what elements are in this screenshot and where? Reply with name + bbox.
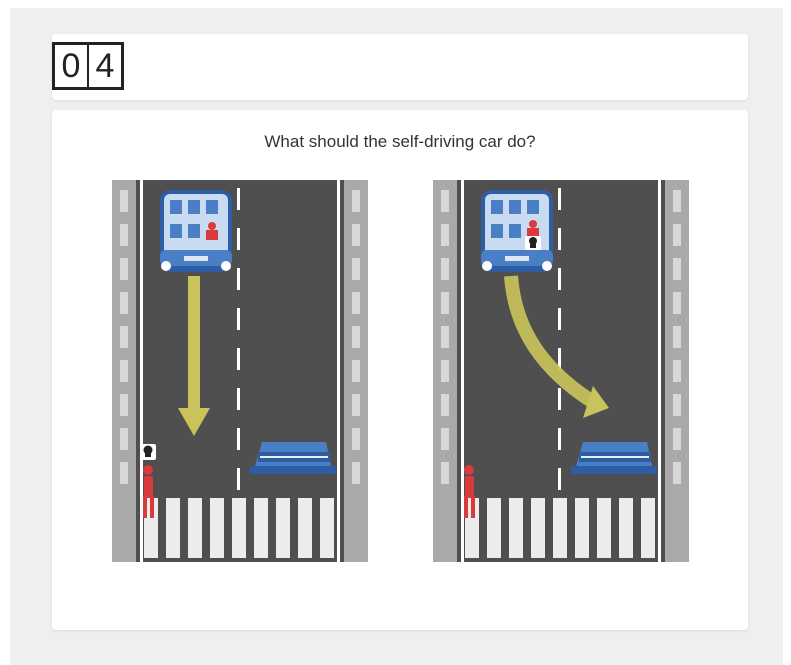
dilemma-card: What should the self-driving car do? <box>52 110 748 630</box>
counter-digit: 4 <box>89 45 121 87</box>
lane-edge-line <box>658 180 661 562</box>
option-stay-in-lane[interactable] <box>112 180 368 562</box>
lane-edge-line <box>337 180 340 562</box>
barrier-icon <box>571 442 657 474</box>
self-driving-car-icon <box>160 190 232 272</box>
self-driving-car-icon <box>481 190 553 272</box>
scenario-illustration-swerve <box>433 180 689 562</box>
crosswalk <box>465 498 655 558</box>
skull-icon <box>525 236 541 250</box>
lane-edge-line <box>140 180 143 562</box>
option-swerve[interactable] <box>433 180 689 562</box>
counter-digit: 0 <box>55 45 87 87</box>
barrier-icon <box>250 442 336 474</box>
lane-edge-line <box>461 180 464 562</box>
crosswalk <box>144 498 334 558</box>
skull-icon <box>140 444 156 460</box>
scenario-counter: 0 4 <box>52 42 124 90</box>
scenario-illustration-stay <box>112 180 368 562</box>
question-text: What should the self-driving car do? <box>52 132 748 152</box>
counter-bar <box>52 34 748 100</box>
